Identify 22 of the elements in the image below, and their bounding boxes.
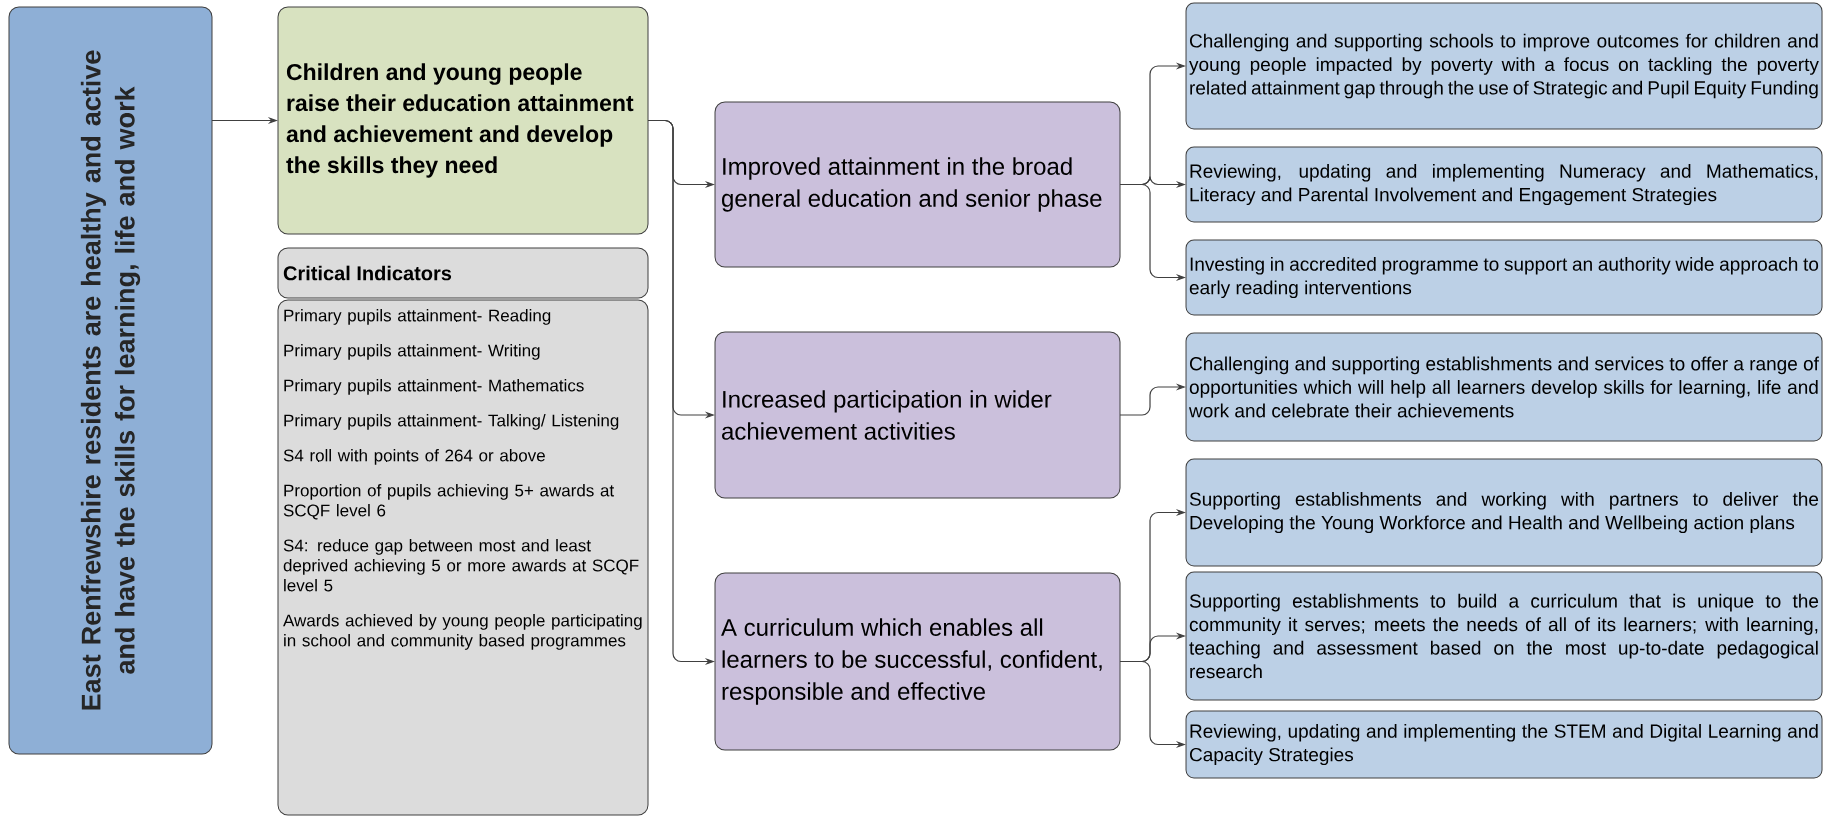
outcome-box: Improved attainment in the broad general education and senior phase xyxy=(714,101,1121,268)
action-box: Challenging and supporting schools to improve outcomes for children and young people impacted by poverty with a focus on tackling the poverty related attainment gap through the use of Strategic and Pupil Equity Funding xyxy=(1185,2,1823,130)
heading-box: Critical Indicators xyxy=(277,247,649,299)
action-box: Investing in accredited programme to support an authority wide approach to early reading interventions xyxy=(1185,239,1823,316)
action-box: Supporting establishments and working with partners to deliver the Developing the Young Workforce and Health and Wellbeing action plans xyxy=(1185,458,1823,567)
action-box: Challenging and supporting establishments and services to offer a range of opportunities which will help all learners develop skills for learning, life and work and celebrate their achievements xyxy=(1185,332,1823,442)
list-item: Proportion of pupils achieving 5+ awards at SCQF level 6 xyxy=(283,484,614,520)
list-item: Primary pupils attainment- Talking/ Listening xyxy=(284,414,619,430)
list-item: Primary pupils attainment- Writing xyxy=(284,344,540,360)
outcome-box: Increased participation in wider achievement activities xyxy=(714,331,1121,499)
action-box: Reviewing, updating and implementing the STEM and Digital Learning and Capacity Strategies xyxy=(1185,710,1823,779)
outcome-box: Children and young people raise their education attainment and achievement and develop the skills they need xyxy=(277,6,649,235)
outcome-box: A curriculum which enables all learners to be successful, confident, responsible and effective xyxy=(714,572,1121,751)
list-item: Awards achieved by young people participating in school and community based programmes xyxy=(283,614,642,650)
indicator-list-box xyxy=(277,299,649,816)
action-box: Reviewing, updating and implementing Numeracy and Mathematics, Literacy and Parental Involvement and Engagement Strategies xyxy=(1185,146,1823,223)
list-item: Primary pupils attainment- Reading xyxy=(284,309,551,325)
list-item: Primary pupils attainment- Mathematics xyxy=(284,379,584,395)
list-item: S4: reduce gap between most and least deprived achieving 5 or more awards at SCQF level 5 xyxy=(283,539,639,592)
list-item: S4 roll with points of 264 or above xyxy=(283,449,545,465)
action-box: Supporting establishments to build a curriculum that is unique to the community it serves; meets the needs of all of its learners; with learning, teaching and assessment based on the most up-to-date pedagogical research xyxy=(1185,571,1823,701)
title-box: East Renfrewshire residents are healthy and active and have the skills for learning, life and work xyxy=(8,6,213,755)
